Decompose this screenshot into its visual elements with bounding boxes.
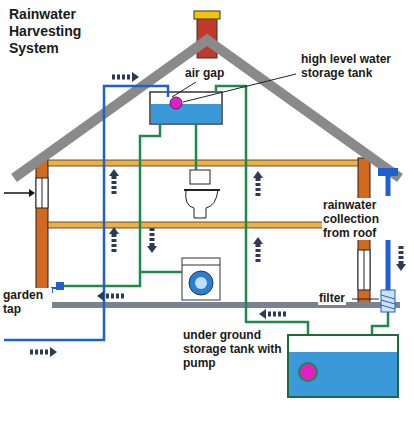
toilet-cistern [190, 170, 210, 184]
window-bar [364, 250, 365, 290]
toilet-seat [184, 189, 220, 191]
tap-spout [52, 288, 56, 293]
floor [48, 160, 358, 166]
machine-drum [189, 271, 213, 295]
filter-mesh [381, 295, 395, 309]
machine-door [195, 277, 207, 289]
wall [36, 158, 48, 305]
tank-label: high level water storage tank [300, 52, 410, 80]
window [36, 178, 48, 208]
pump [299, 363, 317, 381]
garden-tap [56, 282, 64, 290]
air-gap-label: air gap [184, 66, 225, 80]
machine-panel [182, 265, 220, 266]
filter [381, 290, 395, 312]
washing-machine [182, 258, 220, 300]
underground-tank [288, 335, 398, 397]
chimney-cap [194, 11, 220, 19]
tank-water [151, 104, 221, 123]
pointer-arrow [4, 192, 29, 194]
underground-label: under ground storage tank with pump [182, 328, 284, 370]
toilet-bowl [186, 190, 218, 218]
floor [48, 222, 358, 228]
leader-lines [172, 74, 379, 299]
high-tank [150, 92, 222, 124]
window [358, 250, 370, 290]
pointer-head [29, 189, 35, 197]
tap-label: garden tap [2, 288, 52, 316]
diagram-title: Rainwater Harvesting System [8, 6, 110, 57]
filter-label: filter [318, 291, 346, 305]
window-bar [42, 178, 43, 208]
collection-label: rainwater collection from roof [322, 198, 408, 240]
gutter [378, 168, 398, 176]
tank-water [289, 352, 397, 396]
float-ball [170, 97, 182, 109]
